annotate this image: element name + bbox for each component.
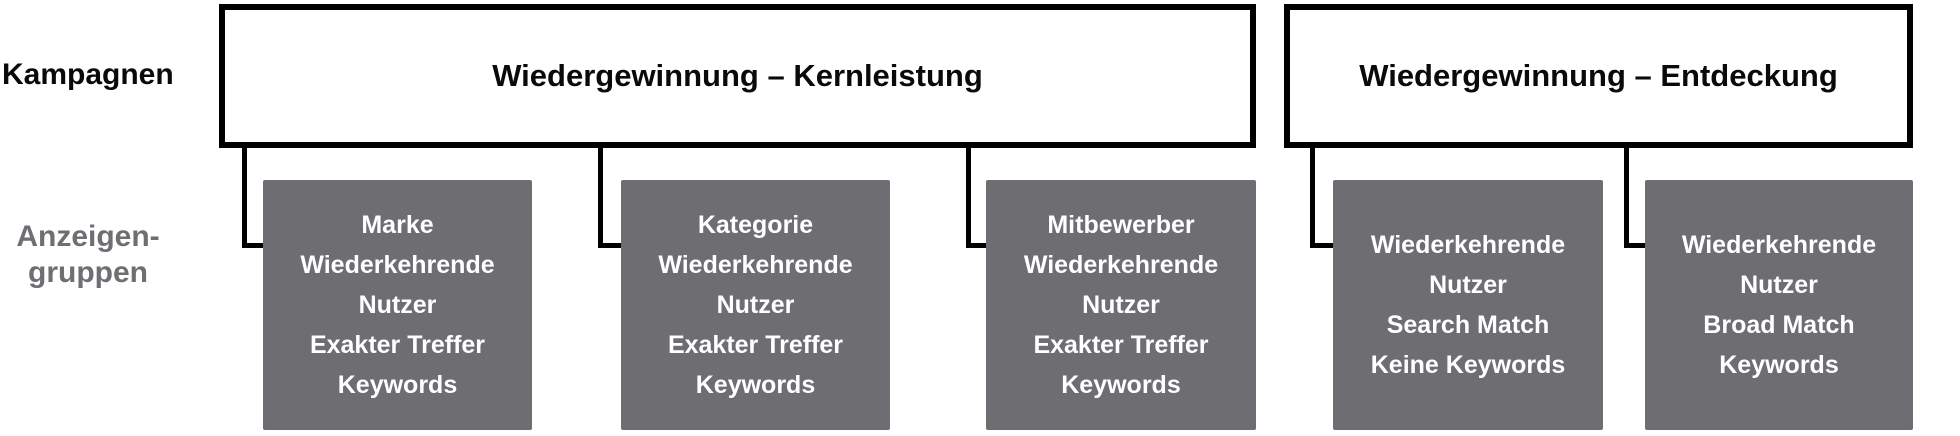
adgroup-line: Keywords bbox=[695, 371, 816, 399]
adgroup-line: Exakter Treffer bbox=[667, 331, 844, 359]
adgroup-line: Kategorie bbox=[697, 211, 814, 239]
ad-groups-row-label: Anzeigen- gruppen bbox=[0, 219, 176, 291]
adgroup-box-kategorie: Kategorie Wiederkehrende Nutzer Exakter … bbox=[621, 180, 890, 430]
adgroup-line: Nutzer bbox=[1082, 291, 1160, 319]
adgroup-line: Wiederkehrende bbox=[1023, 251, 1219, 279]
adgroup-line: Keywords bbox=[1719, 351, 1839, 379]
adgroup-box-broad-match: Wiederkehrende Nutzer Broad Match Keywor… bbox=[1645, 180, 1913, 430]
connector-2-vertical bbox=[598, 148, 603, 248]
ad-groups-row-label-line2: gruppen bbox=[28, 256, 148, 289]
connector-3-horizontal bbox=[966, 243, 986, 248]
adgroup-line: Nutzer bbox=[358, 291, 437, 319]
connector-4-horizontal bbox=[1310, 243, 1333, 248]
adgroup-line: Wiederkehrende bbox=[300, 251, 495, 279]
connector-2-horizontal bbox=[598, 243, 621, 248]
adgroup-line: Nutzer bbox=[1740, 271, 1818, 299]
campaign-title-entdeckung: Wiedergewinnung – Entdeckung bbox=[1359, 58, 1838, 93]
adgroup-line: Broad Match bbox=[1703, 311, 1855, 339]
campaigns-row-label: Kampagnen bbox=[2, 58, 174, 91]
adgroup-box-mitbewerber: Mitbewerber Wiederkehrende Nutzer Exakte… bbox=[986, 180, 1256, 430]
connector-1-horizontal bbox=[242, 243, 263, 248]
adgroup-line: Keywords bbox=[337, 371, 458, 399]
adgroup-box-marke: Marke Wiederkehrende Nutzer Exakter Tref… bbox=[263, 180, 532, 430]
connector-1-vertical bbox=[242, 148, 247, 248]
campaign-box-kernleistung: Wiedergewinnung – Kernleistung bbox=[219, 4, 1256, 148]
connector-3-vertical bbox=[966, 148, 971, 248]
adgroup-line: Marke bbox=[361, 211, 434, 239]
adgroup-line: Exakter Treffer bbox=[309, 331, 486, 359]
adgroup-line: Search Match bbox=[1386, 311, 1550, 339]
adgroup-line: Wiederkehrende bbox=[658, 251, 853, 279]
campaign-box-entdeckung: Wiedergewinnung – Entdeckung bbox=[1284, 4, 1913, 148]
adgroup-line: Keine Keywords bbox=[1370, 351, 1566, 379]
connector-5-vertical bbox=[1624, 148, 1629, 248]
ad-groups-row-label-line1: Anzeigen- bbox=[16, 220, 160, 253]
connector-4-vertical bbox=[1310, 148, 1315, 248]
adgroup-line: Keywords bbox=[1061, 371, 1181, 399]
adgroup-box-search-match: Wiederkehrende Nutzer Search Match Keine… bbox=[1333, 180, 1603, 430]
connector-5-horizontal bbox=[1624, 243, 1645, 248]
adgroup-line: Nutzer bbox=[716, 291, 795, 319]
campaign-title-kernleistung: Wiedergewinnung – Kernleistung bbox=[492, 58, 983, 93]
adgroup-line: Nutzer bbox=[1429, 271, 1507, 299]
adgroup-line: Exakter Treffer bbox=[1033, 331, 1209, 359]
adgroup-line: Wiederkehrende bbox=[1681, 231, 1877, 259]
adgroup-line: Wiederkehrende bbox=[1370, 231, 1566, 259]
adgroup-line: Mitbewerber bbox=[1047, 211, 1195, 239]
